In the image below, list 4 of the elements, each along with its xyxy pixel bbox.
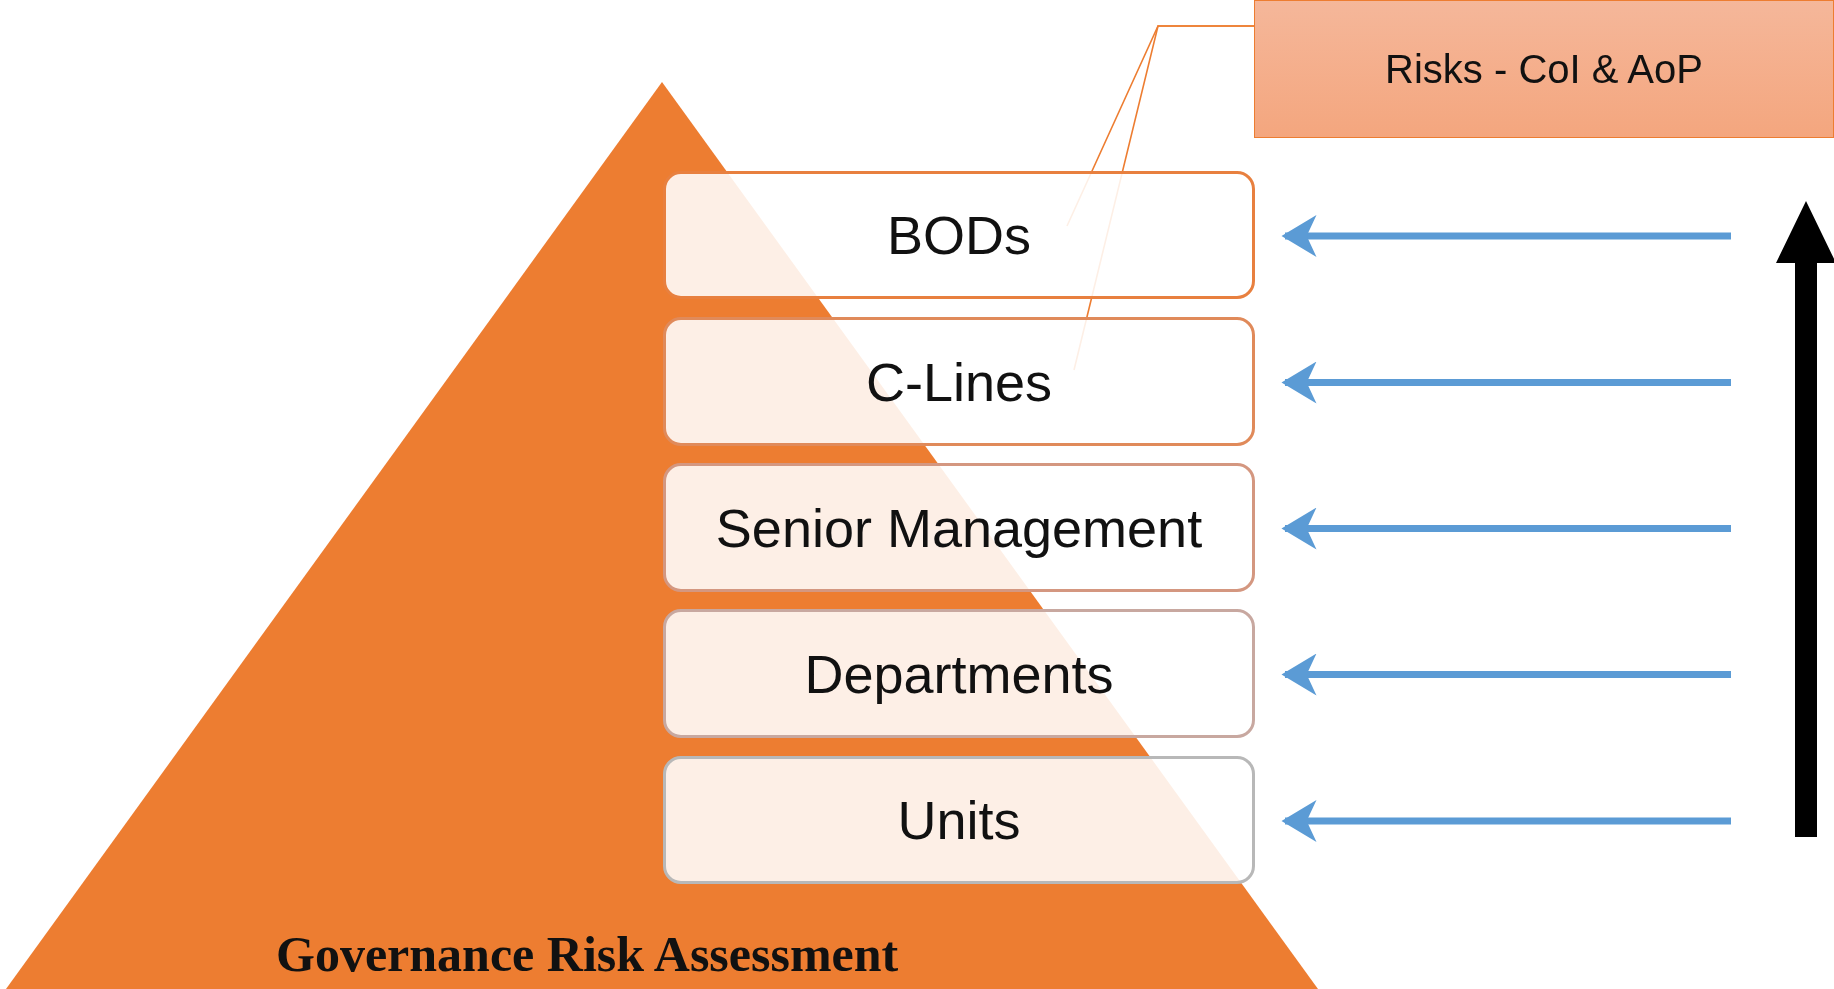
pyramid-title: Governance Risk Assessment (276, 925, 899, 983)
level-box: BODs (663, 171, 1255, 299)
heading-banner: Risks - CoI & AoP (1254, 0, 1834, 138)
level-box: C-Lines (663, 317, 1255, 446)
